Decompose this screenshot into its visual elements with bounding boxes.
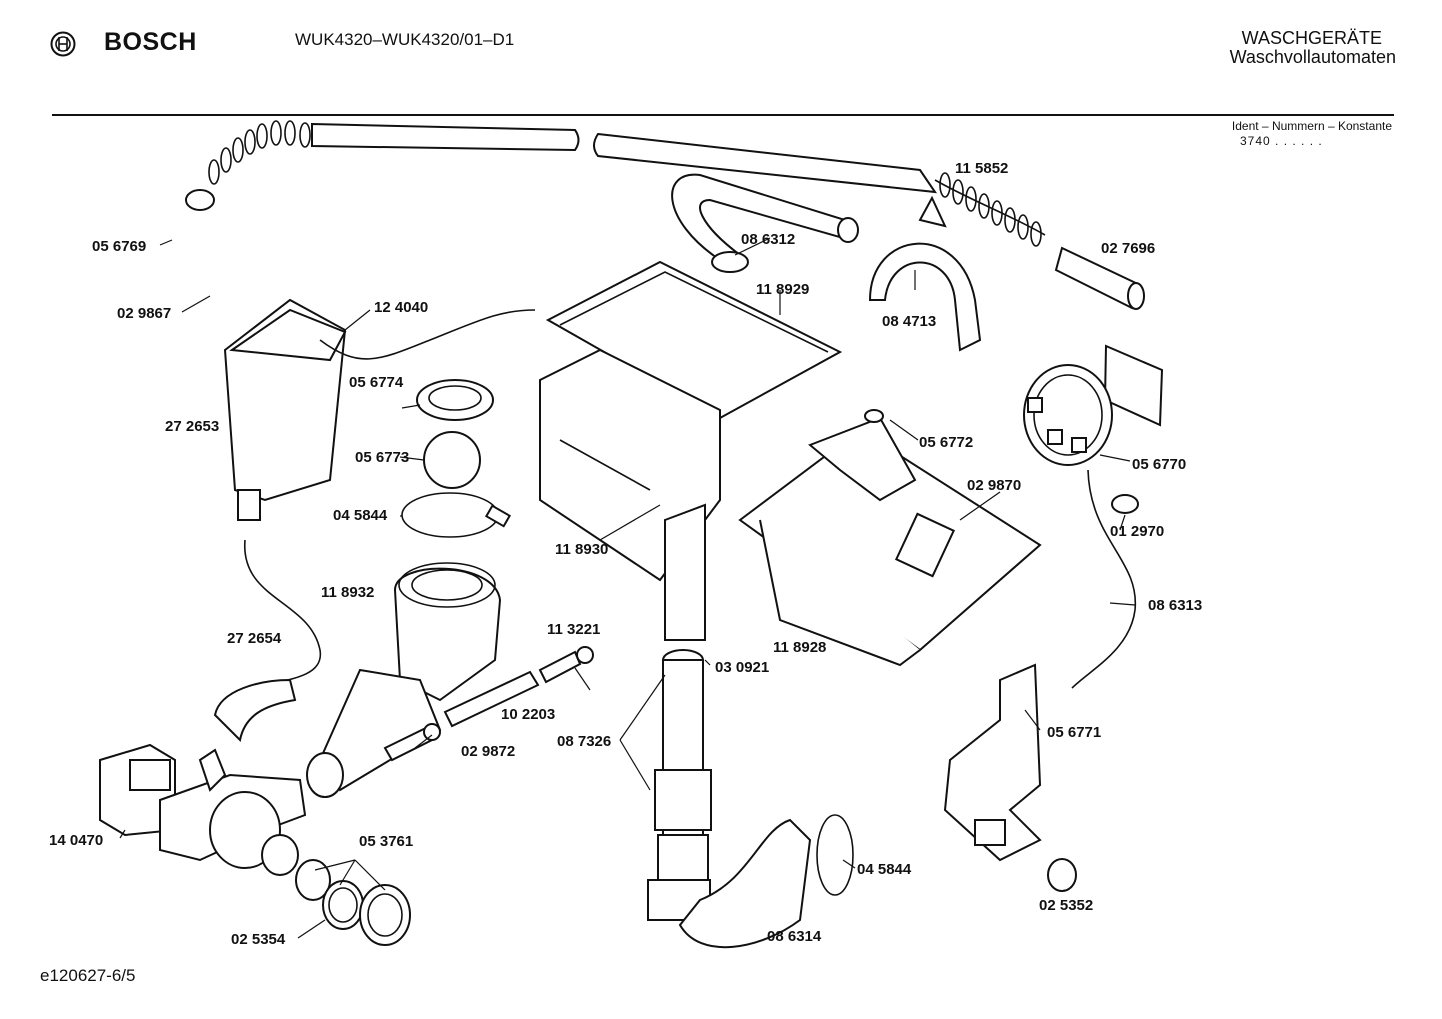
part-label: 08 6313	[1148, 597, 1202, 614]
part-label: 11 5852	[955, 160, 1008, 177]
part-label: 02 9872	[461, 743, 515, 760]
curved-hose	[671, 173, 852, 262]
part-label: 05 6774	[349, 374, 404, 391]
drain-clamp	[816, 814, 854, 896]
ident-value: 3740 . . . . . .	[1240, 134, 1323, 148]
part-label: 05 6772	[919, 434, 973, 451]
drain-hose	[678, 818, 812, 949]
pressure-switch	[1023, 364, 1113, 466]
part-label: 05 6773	[355, 449, 409, 466]
part-label: 02 9870	[967, 477, 1021, 494]
part-label: 05 3761	[359, 833, 413, 850]
part-label: 11 3221	[547, 621, 600, 638]
part-label: 14 0470	[49, 832, 103, 849]
part-label: 10 2203	[501, 706, 555, 723]
part-label: 08 6312	[741, 231, 795, 248]
switch-bracket	[1103, 344, 1164, 427]
part-label: 11 8932	[321, 584, 374, 601]
small-nut	[1111, 494, 1139, 514]
hose-end-opening	[1127, 282, 1145, 310]
part-label: 11 8929	[756, 281, 809, 298]
part-label: 12 4040	[374, 299, 428, 316]
part-label: 02 5352	[1039, 897, 1093, 914]
ident-label: Ident – Nummern – Konstante	[1231, 119, 1392, 133]
part-label: 04 5844	[857, 861, 912, 878]
part-label: 01 2970	[1110, 523, 1164, 540]
brand-name: BOSCH	[104, 28, 197, 56]
part-label: 02 7696	[1101, 240, 1155, 257]
part-label: 05 6769	[92, 238, 146, 255]
drain-pump	[99, 743, 307, 876]
part-label: 27 2653	[165, 418, 219, 435]
header-rule	[52, 114, 1394, 116]
part-label: 05 6770	[1132, 456, 1186, 473]
corrugated-hose	[239, 539, 321, 691]
part-label: 08 6314	[767, 928, 822, 945]
part-label: 27 2654	[227, 630, 282, 647]
small-hose	[319, 309, 536, 360]
grommet	[1047, 858, 1077, 892]
part-label: 08 4713	[882, 313, 936, 330]
part-label: 11 8930	[555, 541, 608, 558]
hose-bracket	[868, 242, 982, 352]
float-ball	[423, 431, 481, 489]
drain-pipe	[647, 649, 712, 921]
category-title: WASCHGERÄTE	[1241, 28, 1382, 48]
part-label: 05 6771	[1047, 724, 1101, 741]
part-label: 04 5844	[333, 507, 388, 524]
pump-ring	[295, 859, 331, 901]
part-label: 03 0921	[715, 659, 769, 676]
part-label: 11 8928	[773, 639, 826, 656]
bosch-logo-icon	[50, 31, 76, 57]
model-code: WUK4320–WUK4320/01–D1	[295, 30, 515, 49]
inlet-hose	[185, 120, 1046, 247]
pressure-hose	[1071, 469, 1137, 689]
part-label: 08 7326	[557, 733, 611, 750]
clamp-ring	[401, 492, 499, 538]
switch-housing	[943, 663, 1042, 862]
leader-lines	[119, 237, 1136, 939]
part-label: 02 5354	[231, 931, 286, 948]
document-reference: e120627-6/5	[40, 966, 136, 985]
subcategory-title: Waschvollautomaten	[1229, 47, 1396, 67]
part-label: 02 9867	[117, 305, 171, 322]
rod	[443, 670, 540, 728]
